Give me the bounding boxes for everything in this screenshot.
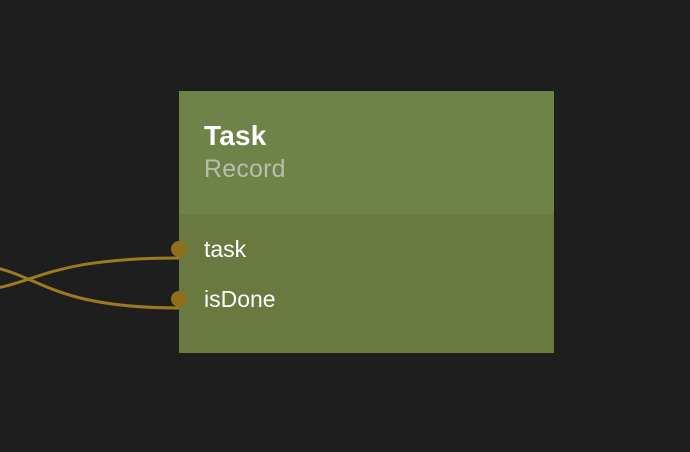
node-body: task isDone	[171, 214, 554, 353]
field-label: isDone	[204, 286, 276, 312]
field-label: task	[204, 236, 247, 262]
port-dot-icon[interactable]	[171, 241, 187, 257]
field-row[interactable]: task	[171, 235, 554, 263]
field-row[interactable]: isDone	[171, 285, 554, 313]
edge-to-isdone[interactable]	[0, 266, 182, 310]
port-dot-icon[interactable]	[171, 291, 187, 307]
node-subtitle: Record	[204, 155, 286, 183]
edge-to-task[interactable]	[0, 256, 182, 290]
node-task[interactable]: Task Record task isDone	[171, 91, 554, 353]
node-title: Task	[204, 120, 267, 151]
node-header[interactable]: Task Record	[179, 91, 554, 214]
